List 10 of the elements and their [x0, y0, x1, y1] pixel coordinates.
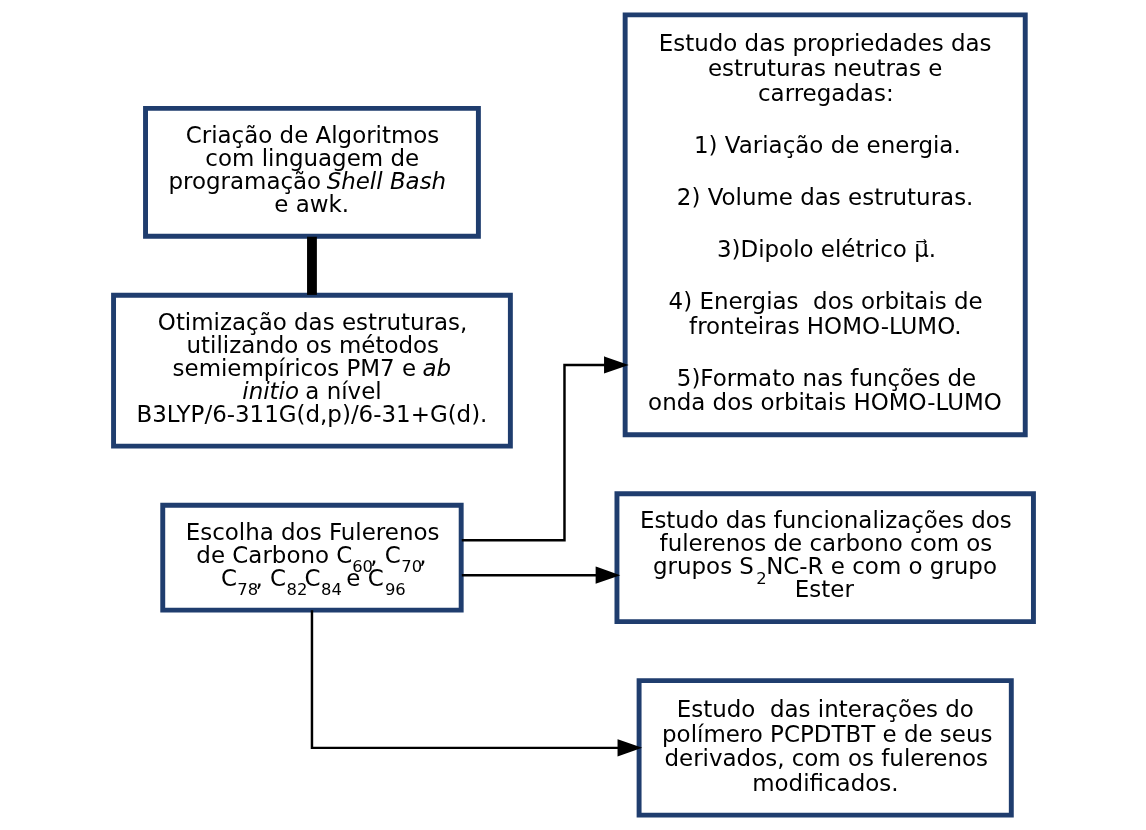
arrow — [310, 610, 642, 757]
connector — [306, 236, 317, 295]
arrow — [461, 356, 629, 542]
node-box: Otimização das estruturas, utilizando os métodos semiempíricos PM7 e ab initio a nível B3LYP/6-311G(d,p)/6-31+G(d). — [110, 292, 513, 449]
node-box: Escolha dos Fulerenos de Carbono C$_{60}$, C$_{70}$, C$_{78}$, C$_{82}$C$_{84}$ e C$_{96}$ — [159, 502, 464, 613]
arrow — [461, 566, 620, 584]
node-box: Estudo das funcionalizações dos fulerenos de carbono com os grupos S$_{2}$NC-R e com o grupo Ester — [614, 491, 1036, 625]
node-box: Estudo das interações do polímero PCPDTBT e de seus derivados, com os fulerenos modificados. — [636, 678, 1014, 818]
node-box: Criação de Algoritmos com linguagem de programação Shell Bash e awk. — [142, 105, 481, 239]
node-box: Estudo das propriedades das estruturas neutras e carregadas: 1) Variação de energia. 2) Volume das estruturas. 3)Dipolo elétrico μ⃗. 4) Energias dos orbitais de fronteiras HOMO-LUMO. 5)Formato nas funções de onda dos orbitais HOMO-LUMO — [622, 12, 1028, 438]
